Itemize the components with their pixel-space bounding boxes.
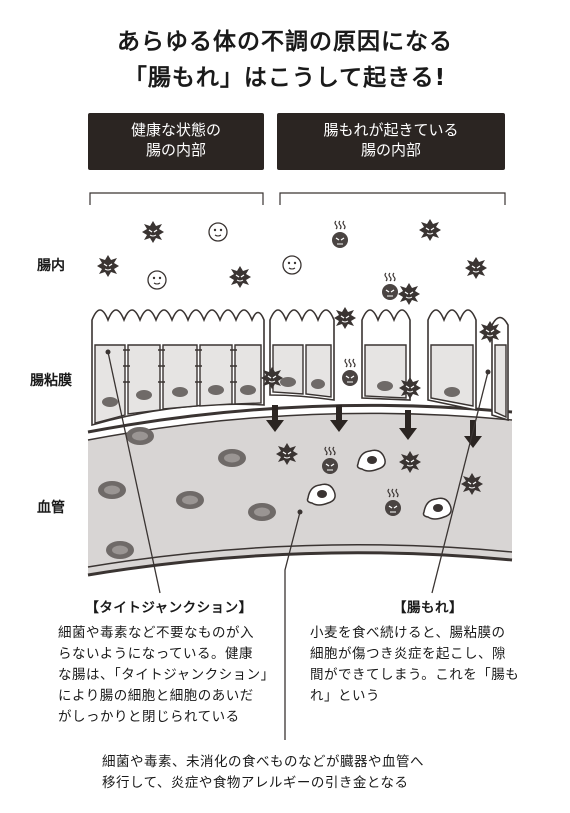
label-intestine: 腸内 <box>37 258 65 274</box>
caption-tight-junction-line-5: がしっかりと閉じられている <box>58 709 240 725</box>
header-leaky-line-2: 腸の内部 <box>360 141 421 159</box>
caption-consequence-line-2: 移行して、炎症や食物アレルギーの引き金となる <box>102 775 409 791</box>
caption-leaky-gut: 【腸もれ】 小麦を食べ続けると、腸粘膜の 細胞が傷つき炎症を起こし、隙 間ができ… <box>310 598 546 707</box>
caption-leaky-gut-line-3: 間ができてしまう。これを「腸も <box>310 667 520 683</box>
header-healthy: 健康な状態の 腸の内部 <box>88 113 264 170</box>
caption-tight-junction-line-3: な腸は、「タイトジャンクション」 <box>58 667 275 683</box>
caption-tight-junction-line-2: らないようになっている。健康 <box>58 646 254 662</box>
label-blood-vessel: 血管 <box>37 500 65 516</box>
caption-consequence: 細菌や毒素、未消化の食べものなどが臓器や血管へ 移行して、炎症や食物アレルギーの… <box>102 752 482 794</box>
header-healthy-line-1: 健康な状態の <box>130 121 221 139</box>
header-healthy-line-2: 腸の内部 <box>145 141 206 159</box>
caption-leaky-gut-title: 【腸もれ】 <box>393 600 463 616</box>
caption-leaky-gut-line-2: 細胞が傷つき炎症を起こし、隙 <box>310 646 506 662</box>
caption-tight-junction-line-1: 細菌や毒素など不要なものが入 <box>58 625 254 641</box>
title-line-2: 「腸もれ」はこうして起きる! <box>123 65 447 91</box>
caption-tight-junction: 【タイトジャンクション】 細菌や毒素など不要なものが入 らないようになっている。… <box>58 598 280 728</box>
caption-leaky-gut-line-4: れ」という <box>310 688 380 704</box>
title-line-1: あらゆる体の不調の原因になる <box>117 29 453 55</box>
label-mucosa: 腸粘膜 <box>30 373 72 389</box>
header-leaky: 腸もれが起きている 腸の内部 <box>277 113 505 170</box>
caption-consequence-line-1: 細菌や毒素、未消化の食べものなどが臓器や血管へ <box>102 754 424 770</box>
caption-tight-junction-line-4: により腸の細胞と細胞のあいだ <box>58 688 254 704</box>
header-leaky-line-1: 腸もれが起きている <box>323 121 459 139</box>
caption-tight-junction-title: 【タイトジャンクション】 <box>85 600 253 616</box>
caption-leaky-gut-line-1: 小麦を食べ続けると、腸粘膜の <box>310 625 506 641</box>
